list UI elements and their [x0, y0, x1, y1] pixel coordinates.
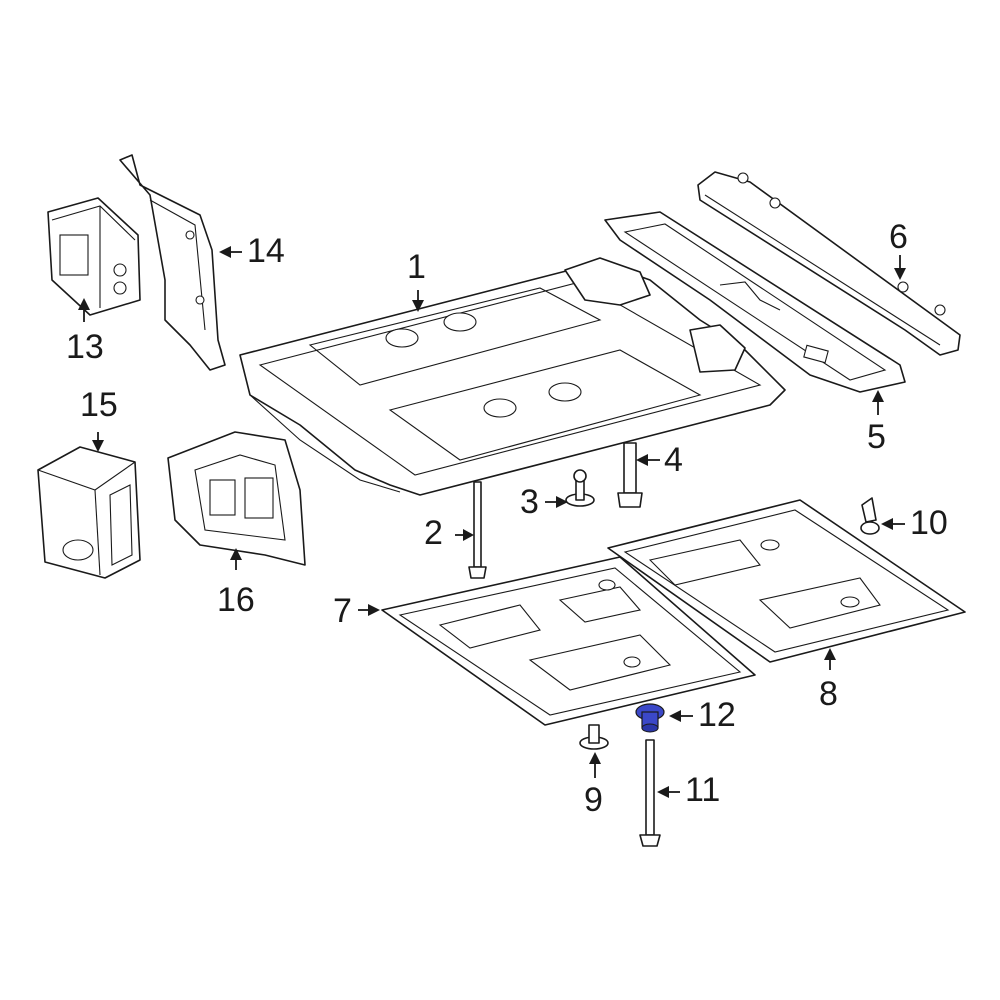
- callout-9: 9: [584, 781, 603, 819]
- callout-5: 5: [867, 418, 886, 456]
- callout-15: 15: [80, 386, 118, 424]
- part-9-push-clip[interactable]: [579, 724, 609, 750]
- part-13-electronics-module[interactable]: [47, 197, 141, 316]
- part-14-bracket[interactable]: [119, 154, 226, 371]
- leader-lines: [78, 246, 906, 798]
- callout-1: 1: [407, 248, 426, 286]
- part-3-stud-pin[interactable]: [565, 469, 595, 507]
- callout-13: 13: [66, 328, 104, 366]
- callout-7: 7: [333, 592, 352, 630]
- part-16-shield-housing[interactable]: [167, 431, 306, 566]
- part-6-cross-member[interactable]: [697, 171, 961, 356]
- callout-4: 4: [664, 441, 683, 479]
- part-1-battery-tray[interactable]: [239, 257, 786, 496]
- part-7-underbody-panel-left[interactable]: [381, 556, 756, 726]
- part-12-grommet-highlighted[interactable]: [635, 703, 665, 733]
- part-8-underbody-panel-right[interactable]: [607, 499, 966, 663]
- callout-6: 6: [889, 218, 908, 256]
- part-5-side-rail-panel[interactable]: [604, 211, 906, 393]
- callout-12: 12: [698, 696, 736, 734]
- callout-3: 3: [520, 483, 539, 521]
- part-15-charger-unit[interactable]: [37, 446, 141, 579]
- part-2-long-bolt[interactable]: [468, 481, 487, 579]
- callout-14: 14: [247, 232, 285, 270]
- part-4-flange-bolt[interactable]: [617, 442, 643, 508]
- callout-10: 10: [910, 504, 948, 542]
- part-11-long-bolt[interactable]: [639, 739, 661, 847]
- callout-11: 11: [685, 771, 721, 809]
- callout-8: 8: [819, 675, 838, 713]
- callout-2: 2: [424, 514, 443, 552]
- callout-16: 16: [217, 581, 255, 619]
- part-10-screw[interactable]: [860, 497, 880, 535]
